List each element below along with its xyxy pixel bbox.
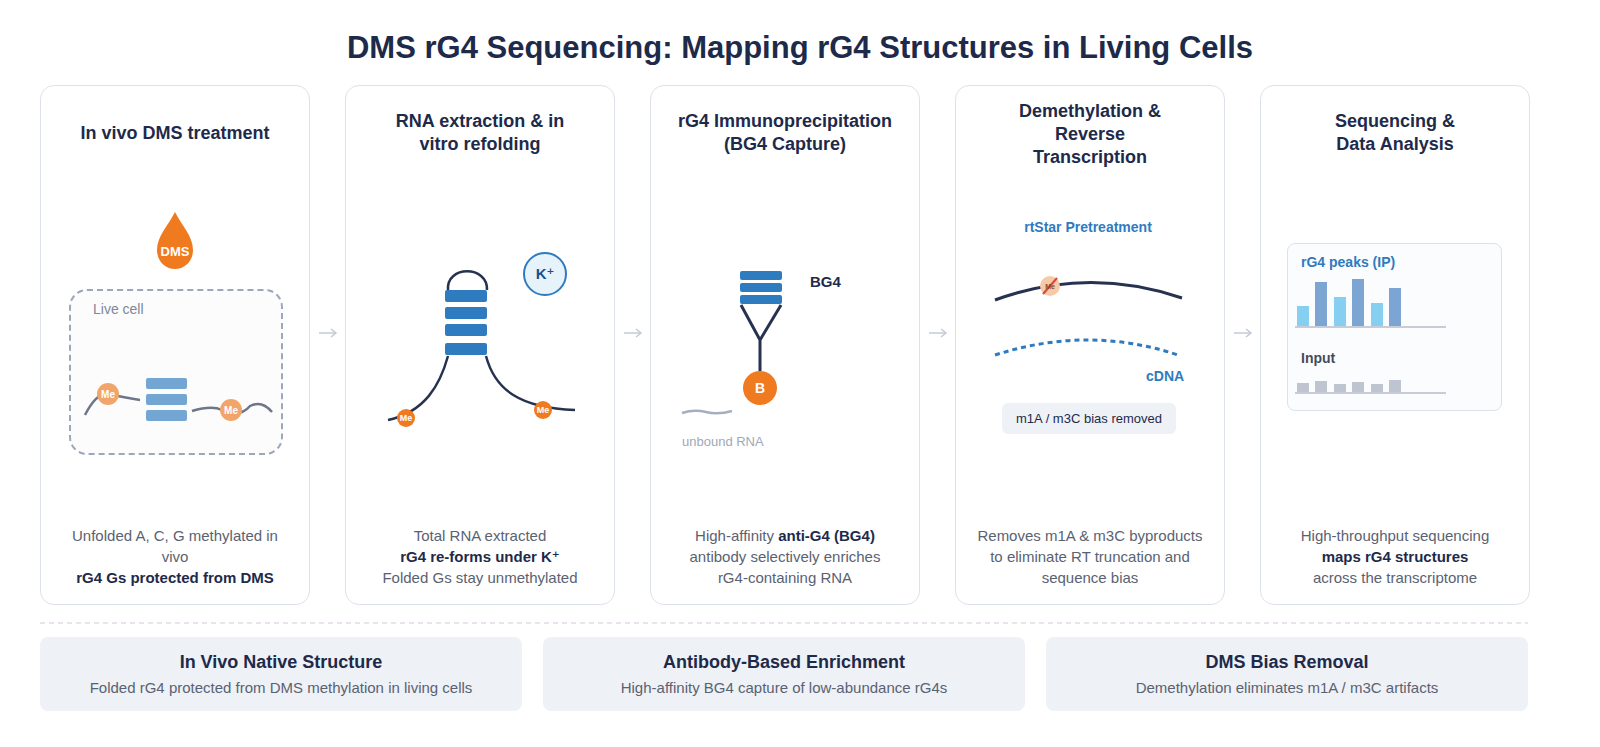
label: Me — [537, 405, 550, 415]
body-text: anti-G4 (BG4) — [778, 527, 875, 544]
node-panel: RNA extraction & in vitro refoldingTotal… — [345, 85, 615, 605]
rna-strand — [388, 356, 448, 420]
dms-drop — [157, 212, 193, 269]
g-quartet — [740, 271, 782, 280]
label: cDNA — [1146, 368, 1184, 384]
node-panel: Sequencing & Data AnalysisHigh-throughpu… — [1260, 85, 1530, 605]
panel-body: High-throughput sequencingmaps rG4 struc… — [1301, 525, 1489, 588]
unbound-rna — [682, 411, 732, 414]
body-text: rG4 Gs protected from DMS — [68, 567, 283, 588]
body-text: Folded Gs stay unmethylated — [382, 567, 577, 588]
panel-heading: Demethylation & Reverse Transcription — [998, 100, 1183, 169]
panel-heading: rG4 Immunoprecipitation (BG4 Capture) — [668, 100, 903, 166]
rna-template — [995, 282, 1182, 300]
rna-loop — [448, 271, 487, 290]
panel-heading: Sequencing & Data Analysis — [1320, 100, 1470, 166]
label: Me — [400, 413, 413, 423]
flow-arrow — [929, 329, 946, 337]
node-panel: Demethylation & Reverse TranscriptionRem… — [955, 85, 1225, 605]
g-quartet — [445, 324, 487, 336]
node-bottom: Antibody-Based EnrichmentHigh-affinity B… — [543, 637, 1025, 711]
rna-strand — [486, 356, 575, 410]
panel-body: Total RNA extractedrG4 re-forms under K⁺… — [382, 525, 577, 588]
label: rtStar Pretreatment — [1024, 219, 1152, 235]
methyl-mark — [534, 401, 552, 419]
node-bottom: In Vivo Native StructureFolded rG4 prote… — [40, 637, 522, 711]
cell-label: Live cell — [93, 301, 144, 317]
label: Me — [1045, 283, 1055, 290]
label: DMS — [161, 244, 190, 259]
body-text: Total RNA extracted — [382, 525, 577, 546]
panel-heading: In vivo DMS treatment — [80, 100, 269, 166]
antibody — [741, 305, 781, 371]
node-cell: Live cell — [69, 289, 283, 455]
removal-slash — [1043, 278, 1057, 294]
g-quartet — [740, 283, 782, 292]
body-text: rG4 re-forms under K⁺ — [382, 546, 577, 567]
panel-body: Removes m1A & m3C byproducts to eliminat… — [975, 525, 1205, 588]
separator-line — [40, 622, 1528, 623]
body-text: Unfolded A, C, G methylated in vivo — [68, 525, 283, 567]
node-panel: In vivo DMS treatmentUnfolded A, C, G me… — [40, 85, 310, 605]
label: unbound RNA — [682, 434, 764, 449]
box-heading: DMS Bias Removal — [1205, 650, 1368, 674]
panel-heading: RNA extraction & in vitro refolding — [393, 100, 568, 166]
removed-methyl — [1040, 276, 1060, 296]
body-text: Removes m1A & m3C byproducts to eliminat… — [975, 525, 1205, 588]
g-quartet — [445, 343, 487, 355]
box-heading: Antibody-Based Enrichment — [663, 650, 905, 674]
node-panel: rG4 Immunoprecipitation (BG4 Capture) Hig… — [650, 85, 920, 605]
potassium-ion — [524, 253, 566, 295]
label: K⁺ — [536, 265, 555, 283]
g-quartet — [740, 295, 782, 304]
flow-arrow — [319, 329, 336, 337]
label: Me — [224, 405, 238, 416]
bead — [743, 371, 777, 405]
body-text: High-throughput sequencing — [1301, 525, 1489, 546]
label: Me — [101, 389, 115, 400]
g-quartet — [445, 307, 487, 319]
node-bottom: DMS Bias RemovalDemethylation eliminates… — [1046, 637, 1528, 711]
label: BG4 — [810, 273, 841, 290]
body-text: High-affinity — [695, 527, 774, 544]
body-text: maps rG4 structures — [1301, 546, 1489, 567]
box-body: Folded rG4 protected from DMS methylatio… — [90, 677, 473, 698]
title: DMS rG4 Sequencing: Mapping rG4 Structur… — [0, 29, 1600, 67]
chart-label: rG4 peaks (IP) — [1301, 254, 1395, 270]
box-body: High-affinity BG4 capture of low-abundan… — [621, 677, 948, 698]
body-text: antibody selectively enriches rG4-contai… — [690, 548, 881, 586]
node-chart: rG4 peaks (IP) Input — [1287, 243, 1502, 411]
chip-text: m1A / m3C bias removed — [1016, 411, 1162, 426]
flow-arrow — [624, 329, 641, 337]
panel-body: Unfolded A, C, G methylated in vivorG4 G… — [68, 525, 283, 588]
cdna-strand — [995, 340, 1178, 355]
node-chip: m1A / m3C bias removed — [1002, 403, 1176, 434]
box-body: Demethylation eliminates m1A / m3C artif… — [1136, 677, 1439, 698]
body-text: across the transcriptome — [1301, 567, 1489, 588]
panel-body: High-affinity anti-G4 (BG4) antibody sel… — [678, 525, 893, 588]
label: B — [755, 380, 765, 396]
methyl-mark — [397, 409, 415, 427]
chart-label: Input — [1301, 350, 1335, 366]
g-quartet — [445, 290, 487, 302]
flow-arrow — [1234, 329, 1251, 337]
box-heading: In Vivo Native Structure — [180, 650, 383, 674]
